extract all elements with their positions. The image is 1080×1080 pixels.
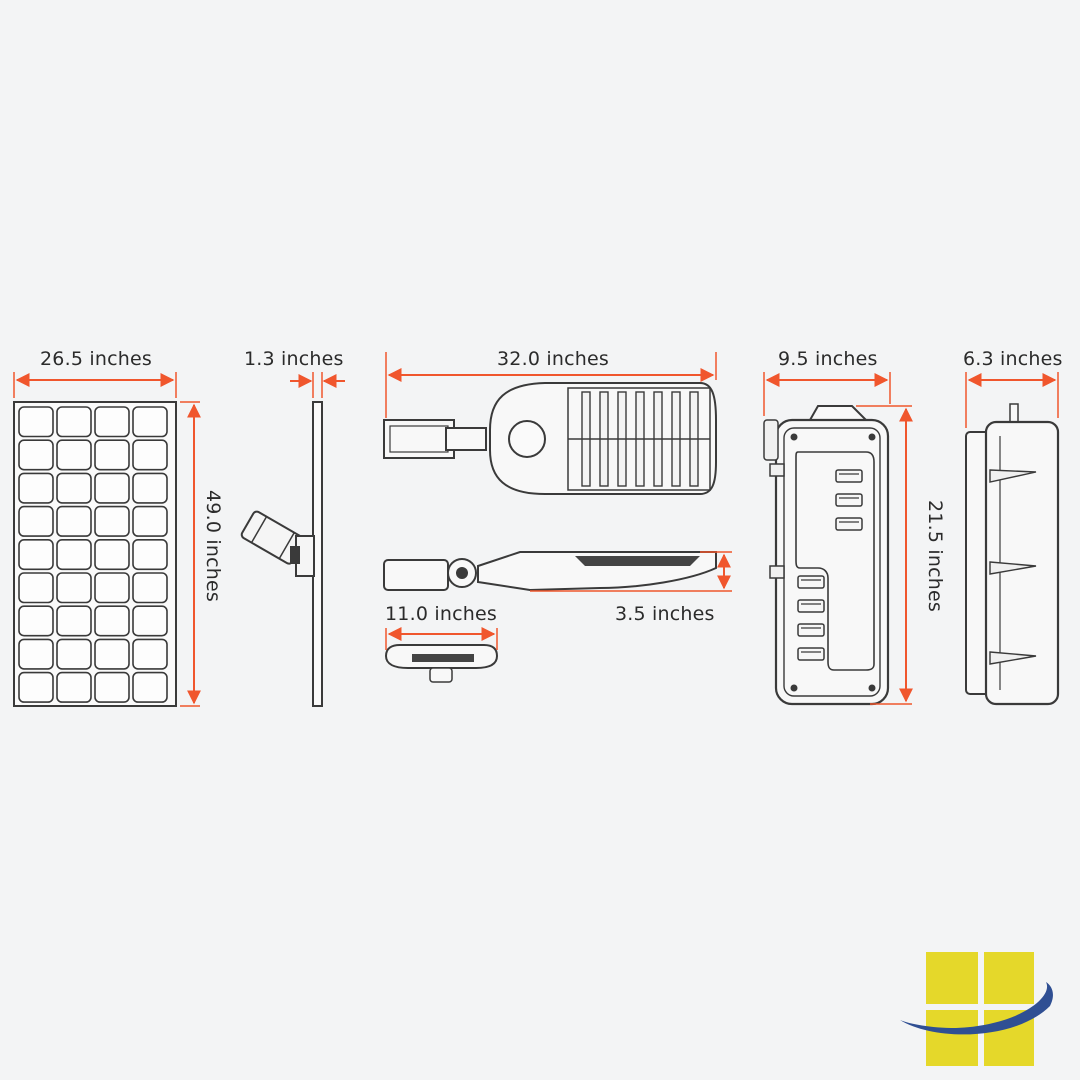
solar-cell	[132, 572, 168, 604]
panel-thickness-dimension	[290, 372, 345, 398]
light-length-dimension	[385, 352, 717, 418]
solar-cell	[94, 605, 130, 637]
window-grid-logo-icon	[900, 952, 1053, 1066]
solar-cell	[18, 439, 54, 471]
solar-cell	[56, 538, 92, 571]
solar-cells	[18, 406, 168, 703]
solar-cell	[94, 671, 130, 703]
solar-cell	[132, 439, 168, 471]
solar-cell	[56, 472, 92, 504]
vent-slot	[797, 623, 825, 637]
panel-thickness-label: 1.3 inches	[244, 348, 344, 370]
solar-cell	[94, 638, 130, 670]
solar-cell	[56, 572, 92, 604]
battery-width-dimension	[763, 372, 891, 416]
solar-cell	[56, 671, 92, 703]
vent-slot	[835, 517, 863, 531]
panel-height-label: 49.0 inches	[202, 490, 224, 602]
light-length-label: 32.0 inches	[497, 348, 609, 370]
solar-cell	[94, 439, 130, 471]
vent-slot	[797, 599, 825, 613]
battery-vents	[797, 469, 863, 661]
solar-cell	[94, 472, 130, 504]
battery-depth-label: 6.3 inches	[963, 348, 1063, 370]
street-light-side-view	[383, 551, 717, 592]
solar-panel-front	[13, 401, 177, 707]
solar-cell	[56, 605, 92, 637]
light-height-dimension	[530, 551, 732, 592]
street-light-top-view	[383, 382, 717, 495]
panel-height-dimension	[180, 401, 201, 707]
heat-sink-fins	[568, 391, 710, 487]
solar-cell	[132, 638, 168, 670]
solar-cell	[132, 538, 168, 571]
solar-cell	[18, 638, 54, 670]
solar-cell	[56, 505, 92, 537]
panel-width-label: 26.5 inches	[40, 348, 152, 370]
solar-cell	[56, 638, 92, 670]
solar-cell	[56, 406, 92, 438]
light-width-label: 11.0 inches	[385, 603, 497, 625]
solar-cell	[94, 538, 130, 571]
battery-height-dimension	[856, 405, 913, 705]
solar-cell	[94, 505, 130, 537]
solar-panel-side	[240, 401, 323, 707]
solar-cell	[132, 472, 168, 504]
solar-cell	[18, 605, 54, 637]
battery-width-label: 9.5 inches	[778, 348, 878, 370]
street-light-end-view	[384, 644, 499, 683]
solar-cell	[18, 671, 54, 703]
solar-cell	[132, 505, 168, 537]
light-height-label: 3.5 inches	[615, 603, 715, 625]
solar-cell	[18, 406, 54, 438]
vent-slot	[797, 647, 825, 661]
panel-width-dimension	[13, 372, 177, 398]
battery-depth-dimension	[965, 372, 1059, 428]
solar-cell	[132, 406, 168, 438]
light-width-dimension	[385, 627, 498, 650]
battery-box-front	[763, 405, 890, 706]
vent-slot	[797, 575, 825, 589]
solar-cell	[94, 406, 130, 438]
solar-cell	[18, 472, 54, 504]
solar-cell	[132, 605, 168, 637]
battery-box-side	[965, 403, 1060, 706]
solar-cell	[56, 439, 92, 471]
solar-cell	[18, 572, 54, 604]
battery-height-label: 21.5 inches	[924, 500, 946, 612]
vent-slot	[835, 493, 863, 507]
solar-cell	[132, 671, 168, 703]
solar-cell	[18, 538, 54, 571]
solar-cell	[18, 505, 54, 537]
solar-cell	[94, 572, 130, 604]
vent-slot	[835, 469, 863, 483]
